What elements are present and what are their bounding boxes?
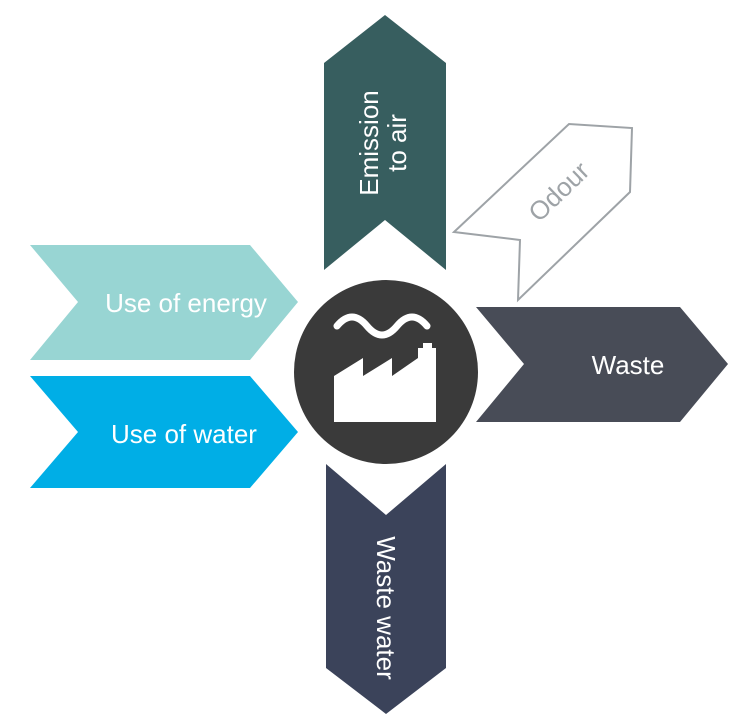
use-of-energy-arrow: Use of energy <box>30 245 298 360</box>
use-of-energy-shape <box>30 245 298 360</box>
waste-label: Waste <box>592 350 665 380</box>
use-of-water-arrow: Use of water <box>30 376 298 488</box>
emission-to-air-arrow: Emission to air <box>324 15 446 270</box>
odour-arrow: Odour <box>451 122 634 303</box>
smoke-wave-icon <box>333 313 431 339</box>
waste-water-arrow: Waste water <box>326 464 446 714</box>
factory-hub <box>294 280 478 464</box>
waste-water-shape <box>326 464 446 714</box>
emission-to-air-label-line1: Emission <box>354 90 384 195</box>
emission-to-air-label-line2: to air <box>382 114 412 172</box>
use-of-water-label: Use of water <box>111 419 257 449</box>
odour-shape <box>451 122 634 303</box>
use-of-water-shape <box>30 376 298 488</box>
factory-icon <box>333 313 436 422</box>
waste-water-label: Waste water <box>371 536 401 680</box>
use-of-energy-label: Use of energy <box>105 288 267 318</box>
waste-arrow: Waste <box>476 307 728 422</box>
waste-shape <box>476 307 728 422</box>
emission-to-air-shape <box>324 15 446 270</box>
factory-building-icon <box>334 343 436 422</box>
